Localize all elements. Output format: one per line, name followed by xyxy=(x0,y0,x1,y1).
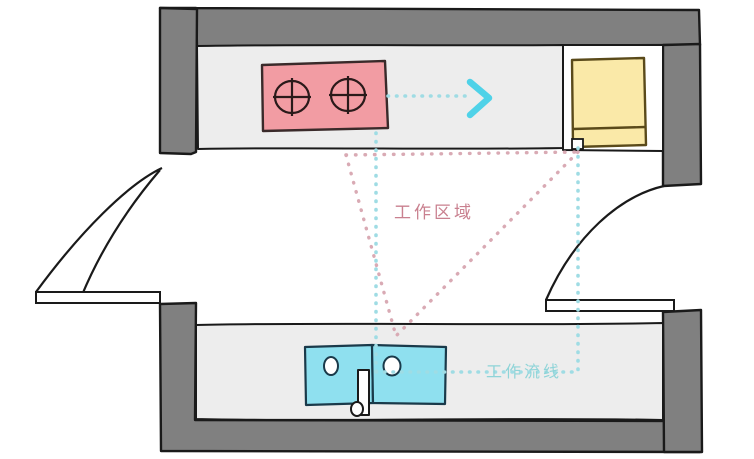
stove-burner-2 xyxy=(329,76,367,114)
door-right-panel xyxy=(545,299,675,312)
double-basin-sink xyxy=(303,343,448,417)
door-swing-left xyxy=(35,167,163,304)
triangle-edge-left xyxy=(344,153,398,338)
door-left-arc-main xyxy=(35,167,163,293)
door-left-arc xyxy=(80,169,161,296)
sink-faucet-base xyxy=(350,401,364,417)
wall-top xyxy=(158,6,702,49)
door-left-panel xyxy=(35,291,161,304)
door-left-arc-outer xyxy=(38,170,160,293)
wall-left-upper xyxy=(158,6,199,156)
wall-right-upper xyxy=(661,42,703,188)
refrigerator xyxy=(570,56,648,150)
sink-faucet xyxy=(357,369,370,416)
wall-right-lower xyxy=(661,308,704,454)
refrigerator-door-line xyxy=(572,125,646,131)
flow-arrow-right-icon xyxy=(466,78,493,119)
door-right-arc xyxy=(544,184,665,301)
work-flow-path xyxy=(374,94,580,374)
sink-drain-left xyxy=(323,356,339,376)
triangle-edge-top xyxy=(344,150,580,157)
sink-drain-right xyxy=(382,355,402,377)
work-triangle xyxy=(344,150,580,338)
door-swing-right xyxy=(544,184,675,312)
sink-basin-right xyxy=(370,343,448,406)
stove-cooktop xyxy=(260,59,390,133)
refrigerator-body xyxy=(570,56,648,149)
stove-burner-1 xyxy=(273,78,311,116)
